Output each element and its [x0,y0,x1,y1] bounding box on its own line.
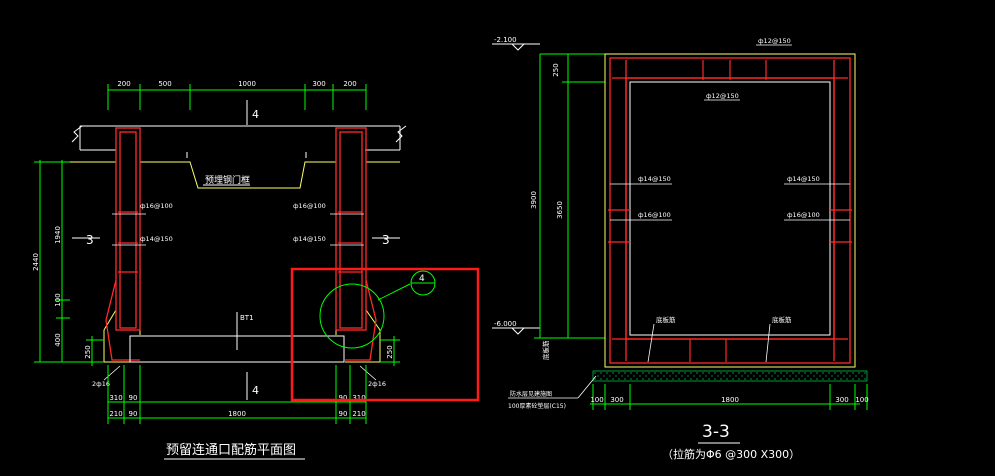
plan-door-frame: 预埋钢门框 [186,152,307,186]
plan-dim-left-250: 250 [84,345,92,358]
plan-view: 200 500 1000 300 200 [32,80,480,460]
plan-bar-label-left-mid: ф14@150 [140,235,173,243]
section-dim-b-3: 1800 [721,396,739,404]
section-label-bottom-left: 底板筋 [656,315,676,324]
section-view: -2.100 -6.000 250 3900 3650 [492,36,869,461]
section-dim-b-4: 300 [835,396,848,404]
plan-section-marks: 3 3 [72,233,400,247]
plan-dim-top-4: 300 [312,80,325,88]
section-inner-outline [629,81,831,336]
plan-rebar-right-column [335,127,377,361]
plan-bar-label-right-corner: 2ф16 [368,380,386,388]
plan-dim-b1-2: 90 [129,394,138,402]
plan-bar-label-right-mid: ф14@150 [293,235,326,243]
plan-bar-label-left-top: ф16@100 [140,202,173,210]
callout-label: 4 [419,274,425,284]
plan-cut-mark-top: 4 [252,108,259,121]
plan-dim-b1-1: 310 [109,394,122,402]
svg-text:-2.100: -2.100 [494,36,517,44]
plan-dim-right-250: 250 [386,345,394,358]
plan-left-dimension [34,160,104,366]
section-label-corner: 底板筋 [541,340,550,360]
section-outer-outline [604,53,856,368]
section-label-right-2: ф16@100 [787,211,820,219]
plan-dim-b1-4: 310 [352,394,365,402]
section-dim-b-1: 100 [590,396,603,404]
section-label-bottom-right: 底板筋 [772,315,792,324]
section-dim-3900: 3900 [530,191,538,209]
plan-bar-label-left-corner: 2ф16 [92,380,110,388]
plan-section-mark-left: 3 [86,233,94,247]
plan-dim-top-3: 1000 [238,80,256,88]
section-bottom-dimension [590,384,868,410]
section-dim-3650: 3650 [556,201,564,219]
plan-dim-left-1940: 1940 [54,226,62,244]
svg-text:防水层见建施图: 防水层见建施图 [510,390,552,398]
section-elevation-top: -2.100 [492,36,605,55]
section-label-top-2: ф12@150 [706,92,739,100]
plan-cut-mark-bottom: 4 [252,384,259,397]
plan-dim-top-2: 500 [158,80,171,88]
plan-dim-left-400: 400 [54,333,62,346]
section-title: 3-3 [702,422,730,442]
highlight-box [290,267,480,402]
plan-top-dimension [107,84,367,110]
plan-dim-top-1: 200 [117,80,130,88]
plan-dim-b2-5: 210 [352,410,365,418]
plan-rebar-left-column [105,127,141,361]
plan-dim-b2-2: 90 [129,410,138,418]
section-label-left-1: ф14@150 [638,175,671,183]
plan-dim-left-2440: 2440 [32,253,40,271]
section-elevation-bottom: -6.000 [492,320,540,335]
section-label-left-2: ф16@100 [638,211,671,219]
plan-beam-label: 预埋钢门框 [205,174,250,186]
plan-dim-top-5: 200 [343,80,356,88]
plan-dim-b2-3: 1800 [228,410,246,418]
section-foundation-notes: 防水层见建施图 100厚素砼垫层(C15) [508,375,597,410]
plan-dim-left-100: 100 [54,293,62,306]
svg-text:100厚素砼垫层(C15): 100厚素砼垫层(C15) [508,402,566,410]
section-foundation-hatch [592,370,868,382]
plan-section-mark-right: 3 [382,233,390,247]
plan-bt-label: BT1 [240,314,254,322]
section-dim-250: 250 [552,63,560,76]
plan-bar-label-right-top: ф16@100 [293,202,326,210]
section-label-right-1: ф14@150 [787,175,820,183]
plan-dim-b2-4: 90 [339,410,348,418]
plan-dim-b1-3: 90 [339,394,348,402]
section-subtitle: （拉筋为Φ6 @300 X300） [662,447,800,461]
plan-bottom-dimension [107,365,367,424]
section-dim-b-2: 300 [610,396,623,404]
section-dim-b-5: 100 [855,396,868,404]
plan-cut-line: 4 4 BT1 [236,100,259,400]
callout-circle [319,283,385,349]
plan-dim-b2-1: 210 [109,410,122,418]
plan-title: 预留连通口配筋平面图 [166,442,296,458]
svg-text:-6.000: -6.000 [494,320,517,328]
section-label-top-1: ф12@150 [758,37,791,45]
section-left-dimension [534,53,605,339]
plan-top-slab [71,125,407,150]
